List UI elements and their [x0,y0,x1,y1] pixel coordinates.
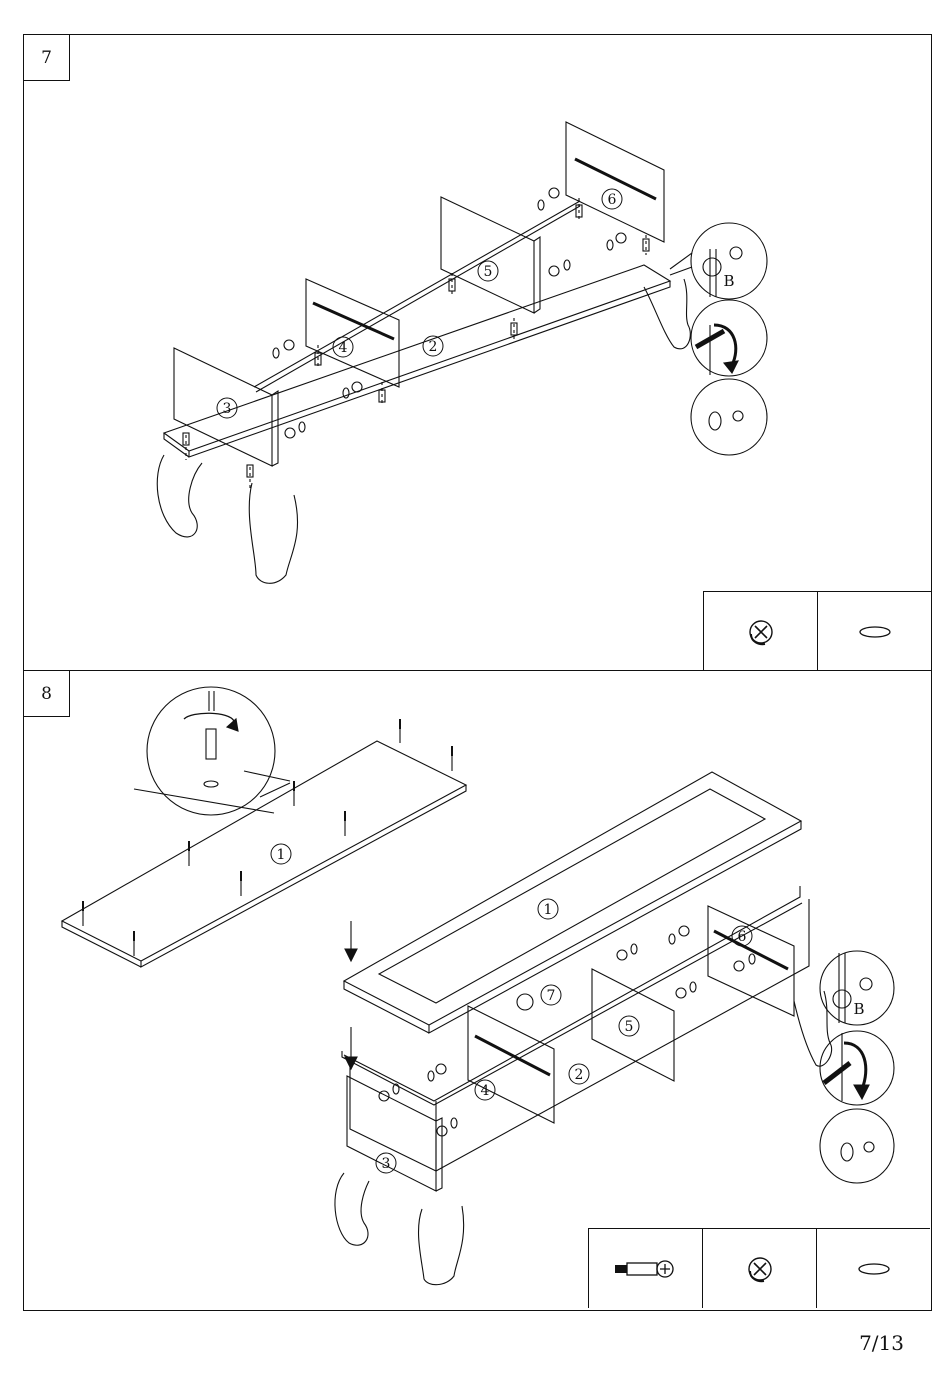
part-label-5: 5 [484,264,493,280]
step-7-hardware-legend [703,591,931,671]
part-label-3: 3 [382,1156,391,1172]
part-label-1-board: 1 [277,847,286,863]
step-7-drawing: 2 3 4 5 6 B [24,35,933,672]
part-label-4: 4 [339,340,348,356]
part-label-4: 4 [481,1083,490,1099]
part-label-1-top: 1 [544,902,553,918]
hardware-cam-cap [817,591,931,671]
step-7-panel: 7 [23,34,932,671]
cam-lock-icon [745,616,777,648]
cam-bolt-icon [611,1257,681,1281]
part-label-6: 6 [738,929,747,945]
hardware-cam-cap [816,1228,930,1308]
detail-label-b: B [853,1000,864,1018]
cam-cap-icon [854,1259,894,1279]
part-label-2: 2 [429,339,438,355]
step-8-panel: 8 [23,671,932,1311]
hardware-cam-lock [703,591,817,671]
detail-label-b: B [723,272,734,290]
hardware-cam-bolt [588,1228,702,1308]
part-label-3: 3 [223,401,232,417]
part-label-2: 2 [575,1067,584,1083]
hardware-cam-lock [702,1228,816,1308]
part-label-6: 6 [608,192,617,208]
part-label-7: 7 [547,988,556,1004]
part-label-5: 5 [625,1019,634,1035]
cam-cap-icon [855,622,895,642]
cam-lock-icon [744,1253,776,1285]
step-8-hardware-legend [588,1228,930,1308]
page-number: 7/13 [859,1331,904,1355]
step-8-drawing: 1 1 2 3 4 5 6 7 B [24,671,933,1311]
